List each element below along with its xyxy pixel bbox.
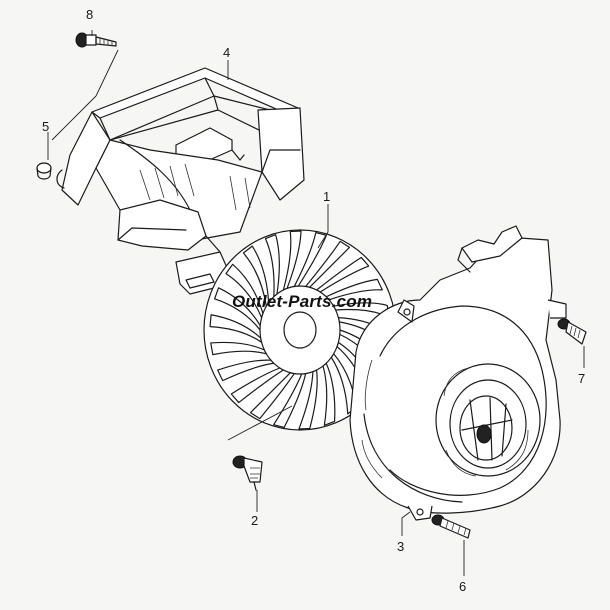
- leader-lines: [47, 30, 585, 576]
- fan-blade: [316, 256, 370, 293]
- fan-wheel: [203, 229, 397, 431]
- screw-part-2: [232, 455, 263, 491]
- watermark-text: Outlet-Parts.com: [232, 292, 373, 311]
- fan-blade: [305, 240, 351, 288]
- fan-blade: [322, 362, 336, 426]
- fan-center: [283, 311, 317, 349]
- collar-part-5: [36, 162, 52, 180]
- fan-blade: [242, 245, 270, 307]
- fan-blade: [249, 372, 295, 420]
- air-guide-bracket: [56, 67, 305, 295]
- screw-part-7: [557, 318, 587, 345]
- fan-blade: [225, 263, 264, 319]
- callout-7: 7: [578, 371, 586, 386]
- fan-blade: [209, 314, 263, 343]
- fan-blade: [230, 367, 284, 404]
- screw-part-8: [75, 32, 117, 48]
- callout-1: 1: [323, 189, 331, 204]
- callout-6: 6: [459, 579, 467, 594]
- fan-blade: [217, 359, 275, 382]
- callout-2: 2: [251, 513, 259, 528]
- fan-housing: [349, 225, 567, 521]
- fan-blade: [282, 230, 302, 291]
- fan-blade: [325, 278, 383, 301]
- fan-blade: [273, 372, 307, 429]
- screw-part-6: [431, 514, 471, 539]
- fan-hub: [259, 285, 341, 375]
- fan-blade: [210, 341, 267, 356]
- fan-blade: [330, 353, 358, 415]
- callout-5: 5: [42, 119, 50, 134]
- callout-8: 8: [86, 7, 94, 22]
- fan-blade: [264, 234, 280, 298]
- callout-3: 3: [397, 539, 405, 554]
- callout-4: 4: [223, 45, 231, 60]
- fan-blade: [213, 287, 261, 331]
- fan-blade: [298, 369, 318, 430]
